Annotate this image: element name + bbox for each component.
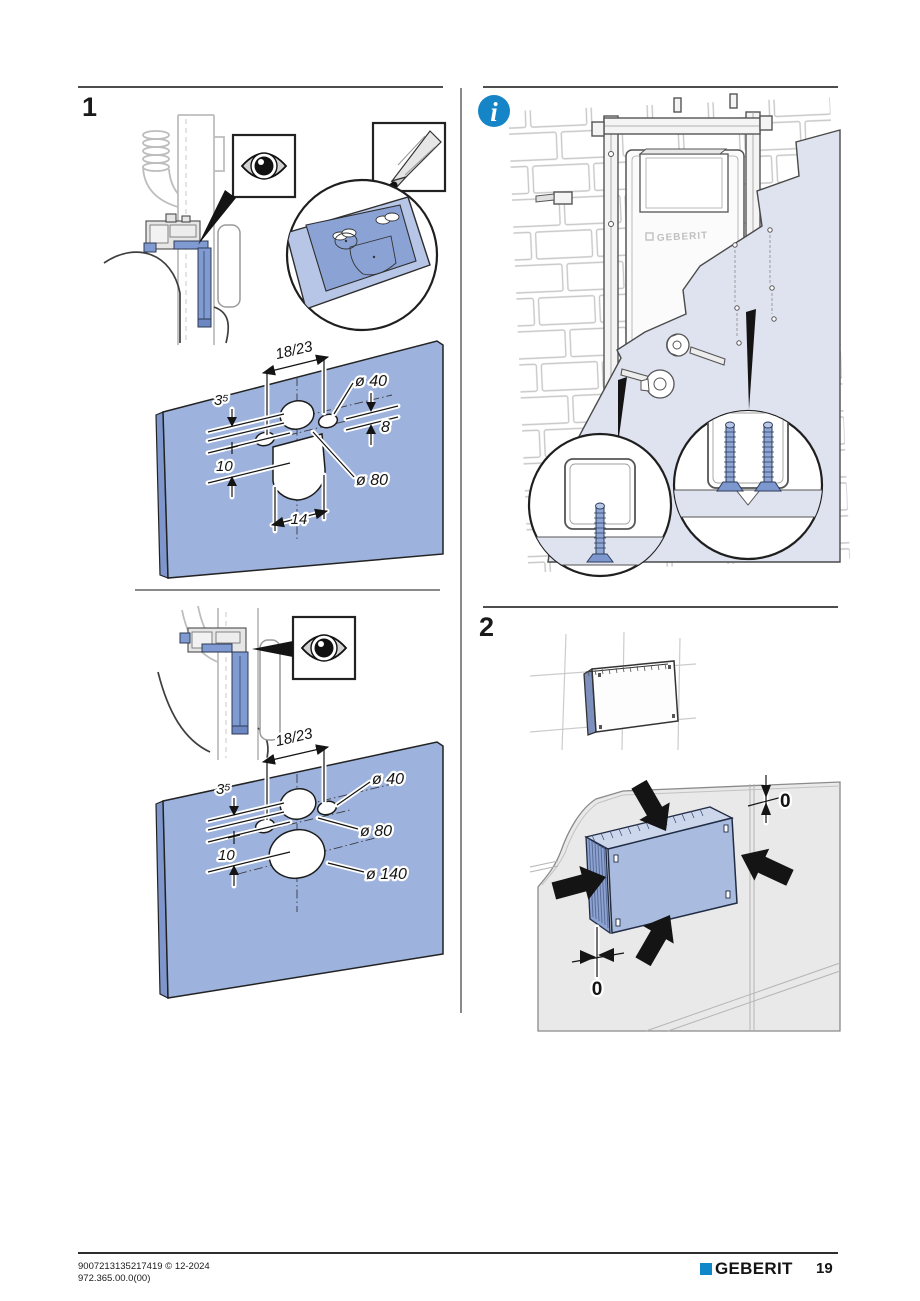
- dim-8-label: 8: [381, 419, 390, 436]
- footer-doc-info: 9007213135217419 © 12-2024 972.365.00.0(…: [78, 1261, 210, 1284]
- version-number: 972.365.00.0(00): [78, 1272, 151, 1284]
- footer-rule: [78, 1252, 838, 1254]
- geberit-frame-label: GEBERIT: [657, 230, 709, 244]
- dim-width-label: 18/23: [274, 725, 315, 750]
- dim-10-label: 10: [218, 847, 235, 864]
- pencil-icon: [371, 121, 447, 216]
- drill-template: [287, 196, 431, 310]
- dim-d40-label: ø 40: [372, 771, 404, 788]
- wall-anchor: [620, 333, 726, 399]
- rule-right-top: [483, 86, 838, 88]
- doc-number: 9007213135217419 © 12-2024: [78, 1261, 210, 1272]
- protection-box: [583, 660, 679, 736]
- dim-zero-left-label: 0: [592, 979, 603, 1000]
- rule-left-mid: [135, 589, 440, 591]
- step-2-label: 2: [479, 612, 495, 642]
- logo-text: GEBERIT: [715, 1259, 793, 1278]
- pointer-wedge-left: [618, 377, 627, 444]
- detail-circle: [285, 178, 439, 332]
- dim-10-label: 10: [216, 458, 233, 475]
- view-arrow: [252, 641, 293, 657]
- flush-bend-fitting: [143, 213, 241, 328]
- eye-icon: [291, 615, 357, 681]
- pointer-wedge-right: [746, 309, 756, 410]
- dim-zero-top-label: 0: [780, 791, 791, 812]
- dim-zero-left: 0: [571, 924, 625, 1002]
- illustration-frame-install: i GEBERIT: [478, 93, 851, 578]
- illustration-crosssection-2: [157, 605, 357, 763]
- dim-d40-label: ø 40: [355, 373, 387, 390]
- step-1-label: 1: [82, 92, 98, 122]
- screw: [754, 421, 782, 492]
- hole-d140: [268, 828, 326, 880]
- hole-d40: [317, 413, 339, 429]
- info-icon: i: [478, 95, 510, 127]
- drill-template-1: 18/23 ø 40 3⁵ 8 10 ø 80 14: [155, 336, 444, 579]
- dim-d140-label: ø 140: [366, 866, 407, 883]
- dim-zero-top: 0: [747, 772, 793, 826]
- illustration-crosssection-1: [103, 114, 447, 345]
- geberit-logo: GEBERIT: [700, 1259, 793, 1279]
- dim-14-label: 14: [291, 511, 308, 528]
- page-number: 19: [816, 1260, 833, 1277]
- rule-column-divider: [460, 88, 462, 1013]
- screw: [716, 421, 744, 492]
- logo-square-icon: [700, 1263, 712, 1275]
- dim-35-label: 3⁵: [214, 392, 229, 409]
- dim-d80-label: ø 80: [360, 823, 392, 840]
- drill-template-2: 18/23 3⁵ ø 40 ø 80 10 ø 140: [155, 723, 444, 999]
- dim-35-label: 3⁵: [216, 781, 231, 798]
- eye-icon: [231, 133, 297, 199]
- svg-text:i: i: [490, 97, 498, 127]
- rule-right-mid: [483, 606, 838, 608]
- illustration-box-front: [529, 631, 697, 751]
- hole-d80: [279, 788, 317, 820]
- view-arrow: [198, 190, 236, 245]
- dim-d80-label: ø 80: [356, 472, 388, 489]
- rule-left-top: [78, 86, 443, 88]
- hole-d80: [279, 400, 315, 430]
- detail-circle-right: [672, 409, 824, 561]
- flush-bend-fitting: [179, 627, 281, 741]
- screw: [586, 502, 614, 563]
- illustration-box-insert: 0 0: [529, 772, 841, 1032]
